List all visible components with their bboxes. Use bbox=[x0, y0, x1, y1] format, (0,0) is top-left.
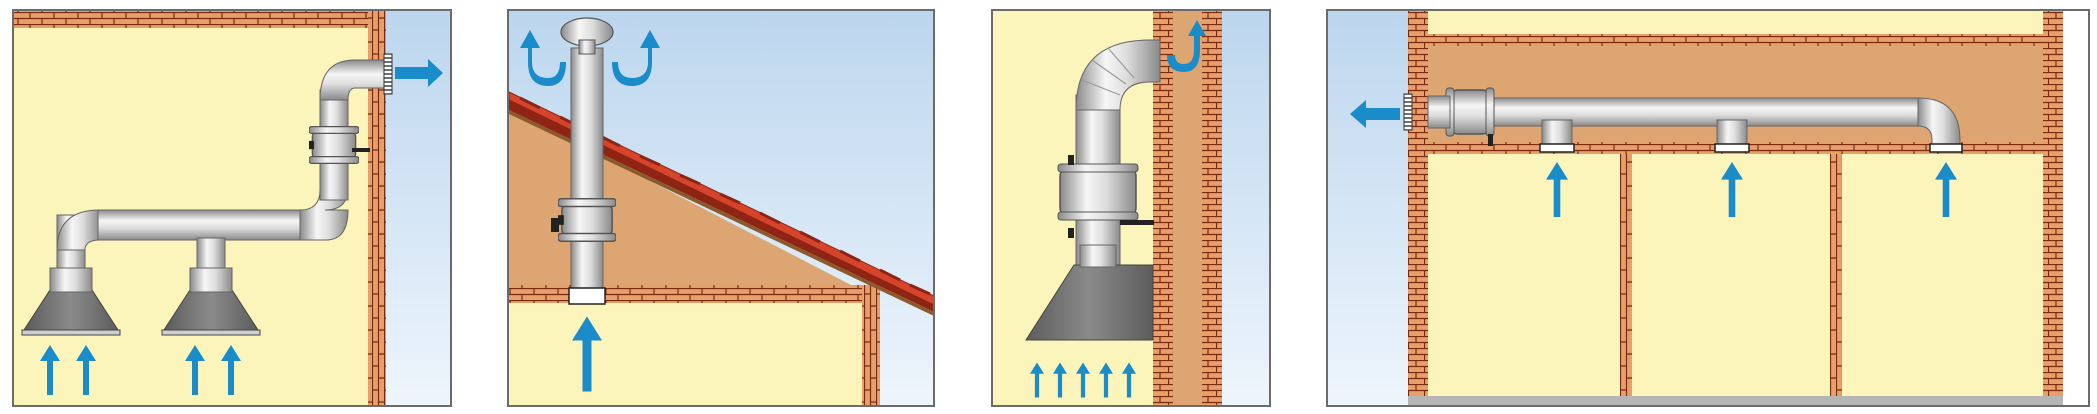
inline-duct-fan-icon bbox=[1449, 89, 1491, 135]
airflow-arrow-icon bbox=[395, 59, 443, 87]
airflow-arrow-icon bbox=[520, 30, 566, 86]
inline-duct-fan-icon bbox=[1059, 167, 1137, 217]
airflow-arrow-icon bbox=[1350, 100, 1400, 128]
room-interior bbox=[1428, 154, 2043, 396]
airflow-arrow-icon bbox=[612, 30, 660, 86]
fan-ceiling-bracket bbox=[1488, 134, 1493, 146]
chimney-brick-right bbox=[1202, 10, 1222, 406]
outdoor-sky bbox=[1222, 10, 1270, 406]
airflow-arrow-icon bbox=[1167, 20, 1206, 72]
partition-wall-brick bbox=[1620, 154, 1632, 396]
exterior-wall-brick bbox=[1408, 10, 1428, 396]
roof-tiles bbox=[508, 91, 935, 316]
interior-wall-brick bbox=[2043, 10, 2063, 396]
ceiling-brick bbox=[13, 10, 386, 28]
fan-wall-bracket bbox=[1120, 220, 1154, 225]
duct-elbow bbox=[1075, 39, 1161, 111]
chimney-shaft bbox=[1173, 10, 1202, 406]
fan-mount-bracket bbox=[551, 218, 559, 232]
inline-duct-fan-icon bbox=[558, 197, 616, 243]
fan-wall-bracket bbox=[352, 148, 370, 152]
partition-wall-brick bbox=[1830, 154, 1842, 396]
ceiling-brick-upper bbox=[1428, 34, 2043, 46]
attic-floor-brick bbox=[509, 285, 880, 303]
inline-duct-fan-icon bbox=[309, 125, 359, 165]
vent-grille-icon bbox=[383, 53, 393, 95]
panel-ceiling-duct-multi-room-exhaust bbox=[1326, 9, 2090, 407]
ceiling-vent-opening bbox=[568, 287, 606, 305]
roof-exhaust-duct bbox=[570, 47, 604, 301]
exhaust-duct bbox=[56, 59, 386, 271]
exterior-wall-brick bbox=[368, 10, 386, 406]
panel-roof-exhaust-through-attic bbox=[507, 9, 935, 407]
floor bbox=[1408, 396, 2063, 406]
outdoor-sky bbox=[1328, 10, 1408, 406]
chimney-brick-left bbox=[1153, 10, 1173, 406]
panel-kitchen-hoods-wall-exhaust bbox=[12, 9, 452, 407]
panel-hood-exhaust-through-chimney-wall bbox=[991, 9, 1271, 407]
vent-grille-icon bbox=[1403, 93, 1413, 131]
range-hood bbox=[1025, 264, 1154, 341]
side-wall-brick bbox=[862, 285, 880, 406]
room-interior bbox=[509, 303, 880, 406]
